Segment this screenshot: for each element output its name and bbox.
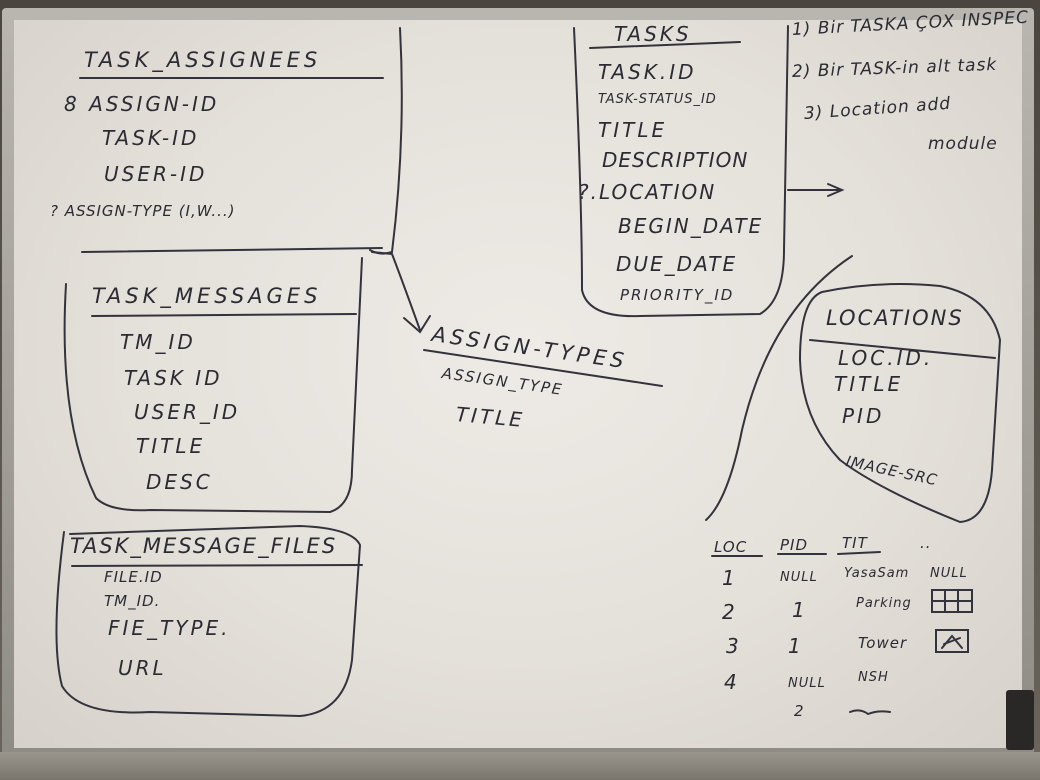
loc-table-cell: NULL: [780, 570, 818, 585]
loc-table-header: LOC: [714, 538, 748, 556]
loc-table-cell: 1: [792, 598, 808, 622]
task-assignees-field: 8 ASSIGN-ID: [64, 92, 220, 116]
loc-table-cell: 4: [724, 670, 740, 694]
eraser: [1006, 690, 1034, 750]
loc-table-header: ..: [920, 534, 932, 552]
task-messages-field: TM_ID: [120, 330, 196, 354]
task-assignees-field: ? ASSIGN-TYPE (I,W...): [50, 202, 236, 220]
loc-table-cell: NULL: [788, 676, 826, 691]
tasks-field: PRIORITY_ID: [620, 286, 735, 304]
loc-table-cell: 3: [726, 634, 742, 658]
marker-tray: [0, 752, 1040, 780]
task-message-files-field: FILE.ID: [104, 568, 163, 586]
tasks-field: DESCRIPTION: [602, 148, 749, 172]
loc-table-extra: 2: [794, 702, 805, 720]
task-messages-field: DESC: [146, 470, 213, 494]
task-messages-field: TITLE: [136, 434, 206, 458]
tasks-field: TASK-STATUS_ID: [598, 92, 717, 107]
task-assignees-field: TASK-ID: [102, 126, 200, 150]
loc-table-cell: 1: [788, 634, 804, 658]
tasks-field: TITLE: [598, 118, 668, 142]
loc-table-cell: Parking: [856, 596, 912, 611]
tasks-field: TASK.ID: [598, 60, 697, 84]
loc-table-cell: NSH: [858, 670, 889, 685]
tasks-field: BEGIN_DATE: [618, 214, 764, 238]
note-item: module: [928, 134, 998, 154]
locations-title: LOCATIONS: [826, 306, 964, 330]
task-messages-field: USER_ID: [134, 400, 241, 424]
locations-field: TITLE: [834, 372, 904, 396]
loc-table-cell: Tower: [858, 634, 908, 652]
task-messages-field: TASK ID: [124, 366, 223, 390]
task-messages-title: TASK_MESSAGES: [92, 284, 322, 308]
task-assignees-title: TASK_ASSIGNEES: [84, 48, 322, 72]
tasks-field: ?.LOCATION: [578, 180, 717, 204]
task-message-files-field: TM_ID.: [104, 592, 161, 610]
loc-table-cell: 1: [722, 566, 738, 590]
task-message-files-title: TASK_MESSAGE_FILES: [70, 534, 338, 558]
tasks-title: TASKS: [614, 22, 692, 46]
loc-table-cell: 2: [722, 600, 738, 624]
locations-field: LOC.ID.: [838, 346, 934, 370]
task-message-files-field: FIE_TYPE.: [108, 616, 231, 640]
task-message-files-field: URL: [118, 656, 167, 680]
locations-field: PID: [842, 404, 885, 428]
loc-table-header: TIT: [842, 534, 868, 552]
loc-table-cell: YasaSam: [844, 566, 910, 581]
loc-table-cell: NULL: [930, 566, 968, 581]
tasks-field: DUE_DATE: [616, 252, 738, 276]
task-assignees-field: USER-ID: [104, 162, 208, 186]
loc-table-header: PID: [780, 536, 809, 554]
whiteboard: [14, 20, 1022, 748]
